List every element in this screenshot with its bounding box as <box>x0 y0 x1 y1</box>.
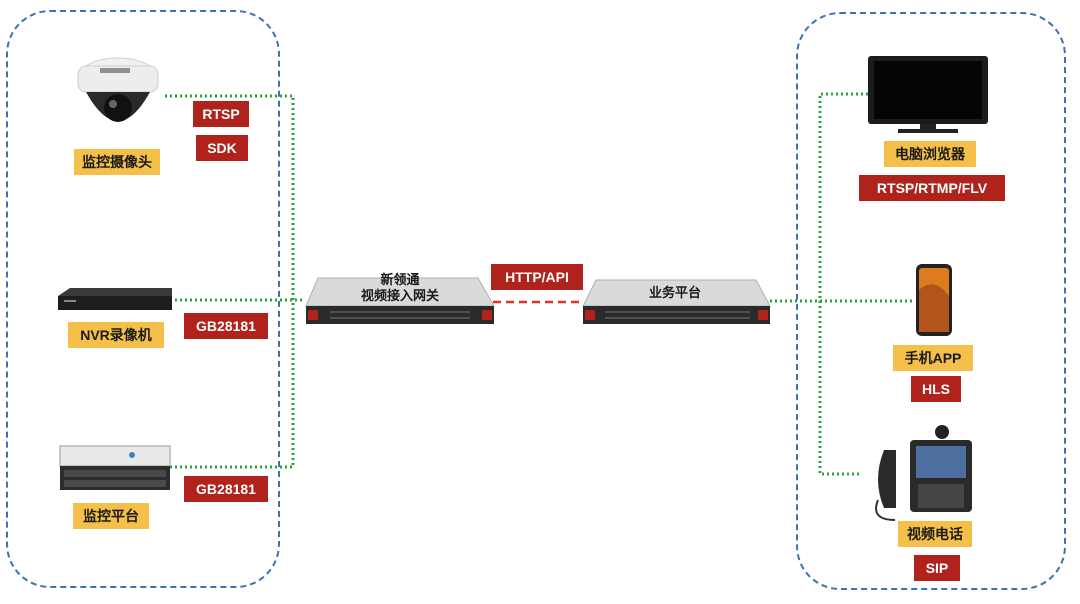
gateway-server-icon <box>305 277 495 324</box>
video-phone-icon <box>875 425 972 521</box>
gateway-label-line1: 新领通 <box>380 272 420 287</box>
camera-protocol-sdk: SDK <box>196 135 248 161</box>
video-phone-label: 视频电话 <box>898 521 972 547</box>
nvr-label: NVR录像机 <box>68 322 164 348</box>
monitoring-platform-label: 监控平台 <box>73 503 149 529</box>
pc-browser-label: 电脑浏览器 <box>884 141 976 167</box>
left-connectors <box>165 94 305 469</box>
nvr-protocol-gb28181: GB28181 <box>184 313 268 339</box>
mobile-app-label: 手机APP <box>893 345 973 371</box>
mobile-protocol: HLS <box>911 376 961 402</box>
gateway-label: 新领通 视频接入网关 <box>340 272 460 304</box>
gateway-label-line2: 视频接入网关 <box>360 288 439 303</box>
business-platform-label: 业务平台 <box>648 285 701 300</box>
pc-connector <box>818 92 868 476</box>
video-phone-protocol: SIP <box>914 555 960 581</box>
http-api-label: HTTP/API <box>491 264 583 290</box>
nvr-recorder-icon <box>58 288 172 310</box>
smartphone-icon <box>916 264 952 336</box>
monitoring-server-icon <box>59 445 171 490</box>
dome-camera-icon <box>77 57 159 122</box>
platform-protocol-gb28181: GB28181 <box>184 476 268 502</box>
camera-protocol-rtsp: RTSP <box>193 101 249 127</box>
platform-connector <box>170 300 295 469</box>
monitor-icon <box>868 56 988 133</box>
camera-label: 监控摄像头 <box>74 149 160 175</box>
right-connectors <box>770 92 912 476</box>
business-server-icon <box>582 279 771 324</box>
pc-protocol: RTSP/RTMP/FLV <box>859 175 1005 201</box>
source-devices-group <box>6 10 280 588</box>
